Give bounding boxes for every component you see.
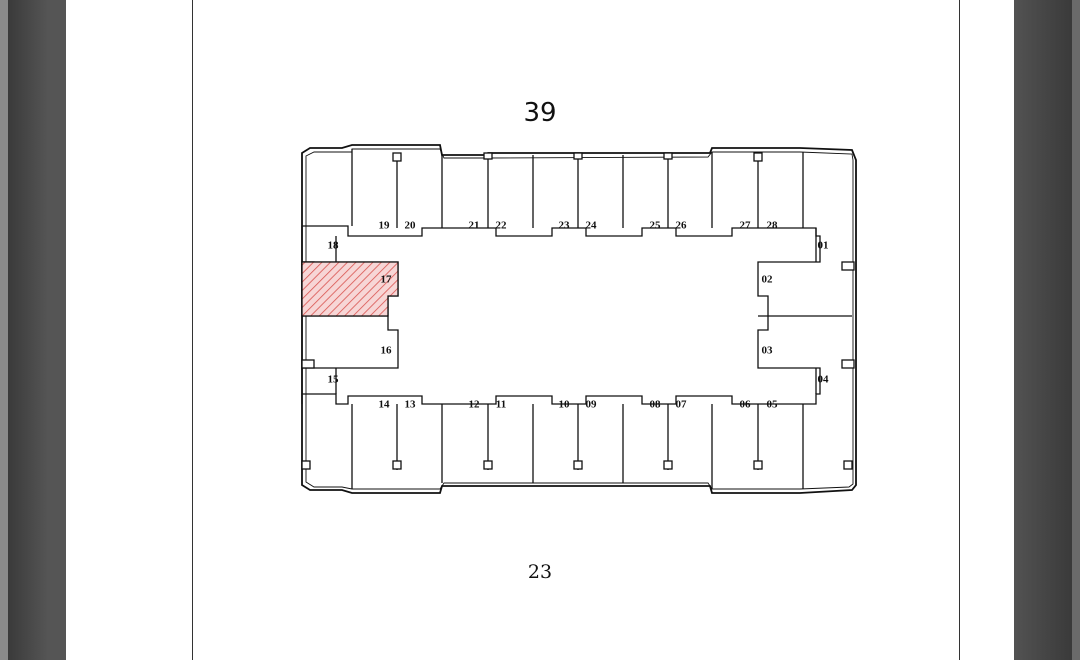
unit-label-04: 04 — [818, 374, 830, 386]
page-frame — [192, 0, 960, 660]
unit-label-02: 02 — [762, 274, 774, 286]
unit-label-23: 23 — [559, 220, 571, 232]
unit-label-11: 11 — [496, 399, 506, 411]
unit-label-26: 26 — [676, 220, 688, 232]
page-number: 23 — [527, 561, 553, 583]
unit-label-24: 24 — [586, 220, 598, 232]
unit-label-21: 21 — [469, 220, 480, 232]
highlighted-unit-17[interactable] — [301, 261, 399, 317]
right-scrollbar[interactable] — [1072, 0, 1080, 660]
unit-label-16: 16 — [381, 345, 393, 357]
unit-label-19: 19 — [379, 220, 391, 232]
unit-label-14: 14 — [379, 399, 391, 411]
unit-label-17: 17 — [381, 274, 393, 286]
unit-label-05: 05 — [767, 399, 779, 411]
unit-label-10: 10 — [559, 399, 571, 411]
unit-label-01: 01 — [818, 240, 829, 252]
unit-label-13: 13 — [405, 399, 417, 411]
unit-label-09: 09 — [586, 399, 598, 411]
unit-label-28: 28 — [767, 220, 779, 232]
unit-label-25: 25 — [650, 220, 662, 232]
unit-label-07: 07 — [676, 399, 688, 411]
unit-label-03: 03 — [762, 345, 774, 357]
unit-label-15: 15 — [328, 374, 340, 386]
unit-label-22: 22 — [496, 220, 508, 232]
unit-label-18: 18 — [328, 240, 340, 252]
floor-plan: 19 20 21 22 23 24 25 26 27 28 18 01 17 0… — [301, 144, 857, 494]
unit-label-12: 12 — [469, 399, 481, 411]
unit-label-27: 27 — [740, 220, 752, 232]
unit-label-06: 06 — [740, 399, 752, 411]
left-scrollbar[interactable] — [0, 0, 8, 660]
floor-number: 39 — [523, 98, 557, 128]
floorplan-walls — [301, 144, 857, 494]
unit-label-08: 08 — [650, 399, 662, 411]
unit-label-20: 20 — [405, 220, 417, 232]
document-page: 39 — [66, 0, 1014, 660]
unit-labels: 19 20 21 22 23 24 25 26 27 28 18 01 17 0… — [328, 220, 830, 411]
